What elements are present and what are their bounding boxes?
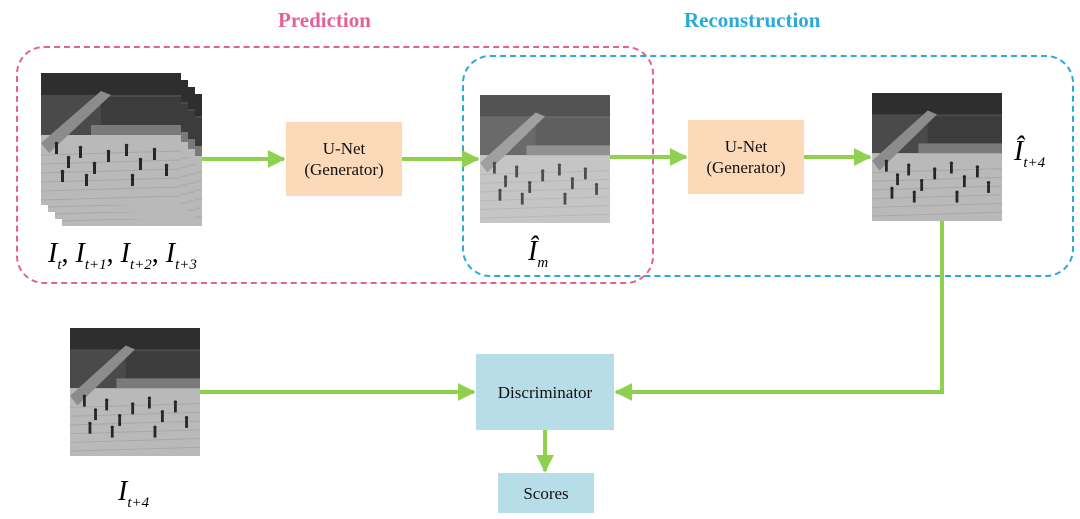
reconstruction-title: Reconstruction [684, 8, 821, 32]
intermediate-label: Îm [528, 236, 548, 272]
input-frame-1 [41, 73, 181, 205]
scores-block: Scores [498, 473, 594, 513]
reconstructed-label: Ît+4 [1014, 136, 1045, 172]
input-frame-symbol-3: It+2 [120, 238, 152, 273]
prediction-region [16, 46, 654, 284]
intermediate-frame [480, 95, 610, 223]
reconstructed-frame [872, 93, 1002, 221]
scene-thumbnail [872, 93, 1002, 221]
ground-truth-frame [70, 328, 200, 456]
arrow-reconstructed-to-discriminator [614, 221, 944, 401]
input-frame-symbol-1: It [48, 238, 62, 273]
scene-thumbnail [480, 95, 610, 223]
input-frames-label: It, It+1, It+2, It+3 [48, 238, 197, 273]
intermediate-symbol: Îm [528, 236, 549, 271]
unet-reconstruction-block: U-Net (Generator) [688, 120, 804, 194]
unet-prediction-block: U-Net (Generator) [286, 122, 402, 196]
input-frame-symbol-2: It+1 [75, 238, 107, 273]
unet-reconstruction-line1: U-Net [724, 137, 768, 156]
input-frame-symbol-4: It+3 [165, 238, 197, 273]
unet-prediction-line1: U-Net [322, 139, 366, 158]
reconstructed-symbol: Ît+4 [1014, 136, 1046, 171]
ground-truth-label: It+4 [118, 476, 149, 512]
unet-reconstruction-line2: (Generator) [706, 158, 786, 177]
discriminator-block: Discriminator [476, 354, 614, 430]
scene-thumbnail [41, 73, 181, 205]
prediction-title: Prediction [278, 8, 371, 32]
scene-thumbnail [70, 328, 200, 456]
ground-truth-symbol: It+4 [118, 476, 150, 511]
unet-prediction-line2: (Generator) [304, 160, 384, 179]
